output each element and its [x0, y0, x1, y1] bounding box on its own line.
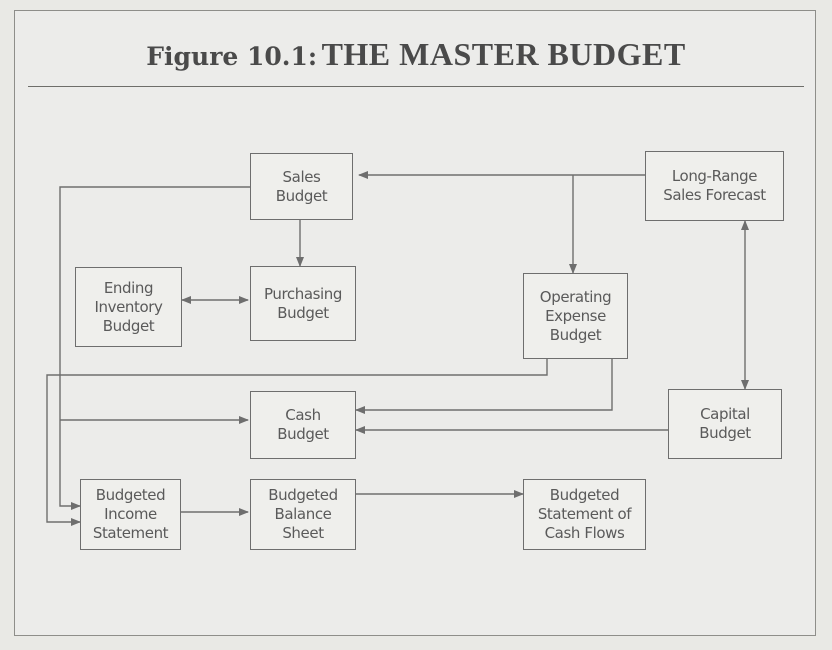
cashflows-line-3: Cash Flows: [544, 524, 625, 542]
sales-budget-line-2: Budget: [275, 186, 328, 205]
arrow-opex-to-cash: [355, 359, 613, 414]
cashflows-line-2: Statement of: [537, 505, 632, 523]
balance-line-1: Budgeted: [268, 486, 338, 504]
sales-budget-box: Sales Budget: [250, 153, 353, 220]
sales-budget-line-1: Sales: [282, 167, 321, 186]
capital-budget-line-2: Budget: [699, 424, 751, 442]
income-line-3: Statement: [92, 524, 169, 542]
forecast-line-2: Sales Forecast: [663, 186, 766, 204]
figure-title-text: THE MASTER BUDGET: [321, 36, 686, 72]
balance-line-2: Balance: [274, 505, 332, 523]
inventory-line-2: Inventory: [94, 297, 163, 316]
long-range-sales-forecast-box: Long-Range Sales Forecast: [645, 151, 784, 221]
cashflows-line-1: Budgeted: [549, 486, 620, 504]
inventory-line-3: Budget: [102, 316, 155, 335]
operating-expense-budget-box: Operating Expense Budget: [523, 273, 628, 359]
cash-budget-line-2: Budget: [277, 425, 329, 443]
purchasing-line-1: Purchasing: [263, 284, 343, 303]
cash-budget-line-1: Cash: [285, 406, 321, 424]
income-line-1: Budgeted: [95, 486, 166, 504]
arrow-sales-to-income: [59, 186, 250, 510]
balance-line-3: Sheet: [282, 524, 324, 542]
ending-inventory-budget-box: Ending Inventory Budget: [75, 267, 182, 347]
purchasing-line-2: Budget: [277, 303, 329, 322]
capital-budget-line-1: Capital: [700, 405, 750, 423]
inventory-line-1: Ending: [103, 278, 154, 297]
opex-line-3: Budget: [549, 325, 602, 344]
forecast-line-1: Long-Range: [671, 167, 758, 185]
cash-budget-box: Cash Budget: [250, 391, 356, 459]
purchasing-budget-box: Purchasing Budget: [250, 266, 356, 341]
figure-title: Figure 10.1: THE MASTER BUDGET: [0, 36, 832, 73]
capital-budget-box: Capital Budget: [668, 389, 782, 459]
income-line-2: Income: [104, 505, 157, 523]
budgeted-statement-of-cash-flows-box: Budgeted Statement of Cash Flows: [523, 479, 646, 550]
title-divider: [28, 86, 804, 87]
arrow-opex-to-income: [46, 359, 548, 526]
opex-line-1: Operating: [539, 287, 612, 306]
figure-label: Figure 10.1:: [146, 42, 318, 71]
budgeted-balance-sheet-box: Budgeted Balance Sheet: [250, 479, 356, 550]
budgeted-income-statement-box: Budgeted Income Statement: [80, 479, 181, 550]
opex-line-2: Expense: [545, 306, 606, 325]
